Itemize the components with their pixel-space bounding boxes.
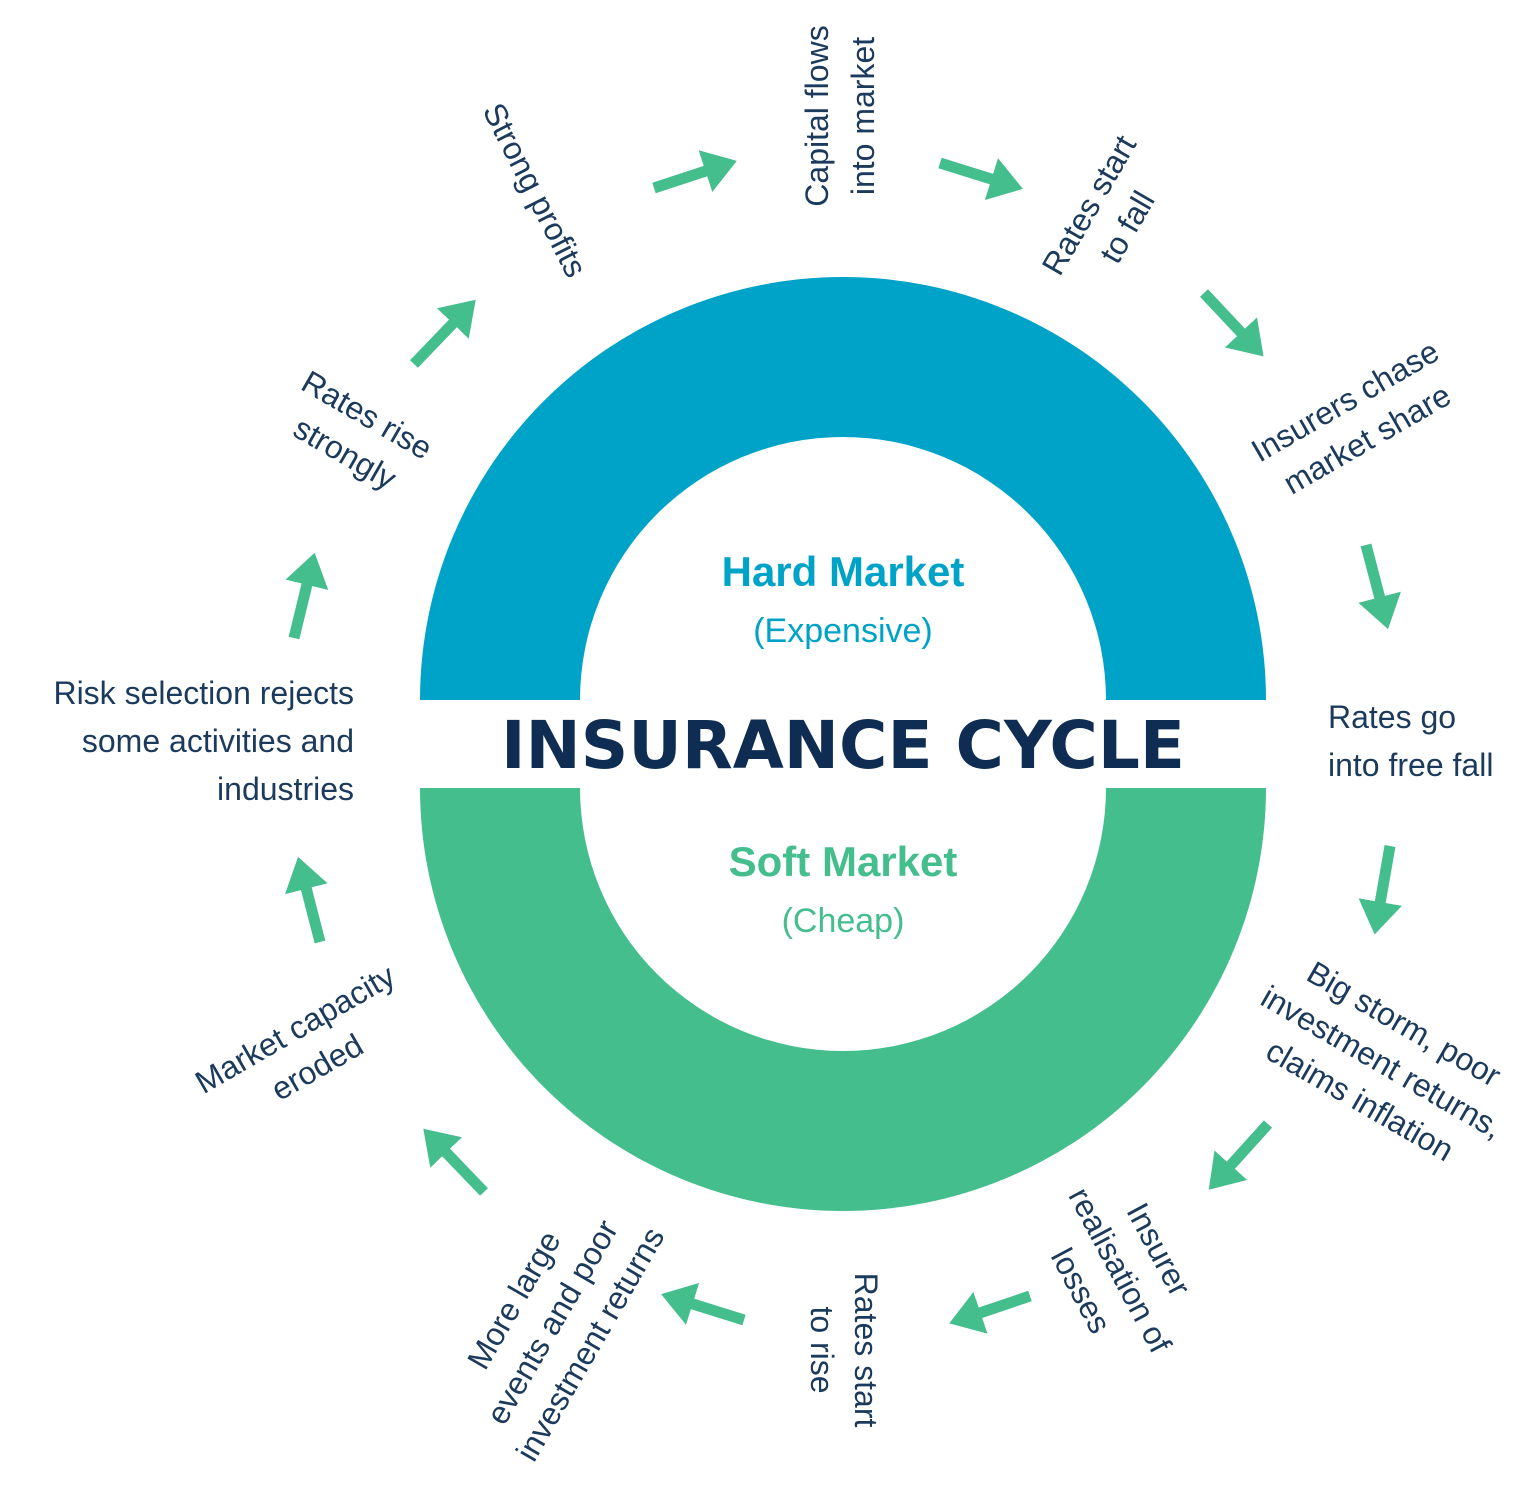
step-strong-profits: Strong profits xyxy=(476,97,594,283)
step-label-line: industries xyxy=(217,771,354,807)
step-rates-start-rise: Rates start to rise xyxy=(804,1273,884,1428)
arrow-2-icon xyxy=(938,157,1023,201)
step-label-line: into market xyxy=(845,37,881,195)
arrow-4-icon xyxy=(1358,543,1401,630)
step-capital-flows: Capital flows into market xyxy=(799,25,881,206)
step-label-line: into free fall xyxy=(1328,747,1493,783)
step-label-line: Strong profits xyxy=(476,97,594,283)
soft-market-arc xyxy=(420,788,1266,1211)
arrow-5-icon xyxy=(1358,845,1402,935)
arrow-9-icon xyxy=(423,1128,488,1196)
step-label-line: Rates start xyxy=(848,1273,884,1428)
step-rates-start-fall: Rates start to fall xyxy=(1035,129,1162,281)
step-label-line: Rates go xyxy=(1328,699,1456,735)
step-market-capacity: Market capacity eroded xyxy=(189,957,401,1107)
arrow-1-icon xyxy=(652,150,737,194)
arrow-6-icon xyxy=(1208,1120,1273,1190)
step-risk-selection: Risk selection rejects some activities a… xyxy=(53,675,354,807)
cycle-title: INSURANCE CYCLE xyxy=(501,707,1185,784)
step-label-line: some activities and xyxy=(82,723,354,759)
step-big-storm: Big storm, poor investment returns, clai… xyxy=(1255,954,1509,1168)
step-label-line: Capital flows xyxy=(799,25,835,206)
step-more-large-events: More large events and poor investment re… xyxy=(460,1213,671,1467)
arrow-3-icon xyxy=(1199,289,1264,357)
soft-market-title: Soft Market xyxy=(729,838,958,885)
arrow-10-icon xyxy=(284,856,328,944)
soft-market-subtitle: (Cheap) xyxy=(782,902,905,940)
cycle-arrows xyxy=(284,150,1402,1334)
hard-market-title: Hard Market xyxy=(722,548,965,595)
step-insurer-realisation: Insurer realisation of losses xyxy=(1044,1181,1198,1358)
hard-market-subtitle: (Expensive) xyxy=(753,612,933,650)
step-rates-rise: Rates rise strongly xyxy=(287,363,438,496)
arrow-7-icon xyxy=(949,1290,1032,1334)
step-label-line: Risk selection rejects xyxy=(53,675,354,711)
step-rates-free-fall: Rates go into free fall xyxy=(1328,699,1493,783)
arrow-11-icon xyxy=(285,552,329,640)
arrow-12-icon xyxy=(410,299,476,368)
step-label-line: to rise xyxy=(804,1306,840,1393)
step-insurers-chase: Insurers chase market share xyxy=(1245,333,1457,501)
arrow-8-icon xyxy=(661,1282,746,1326)
hard-market-arc xyxy=(420,277,1266,700)
